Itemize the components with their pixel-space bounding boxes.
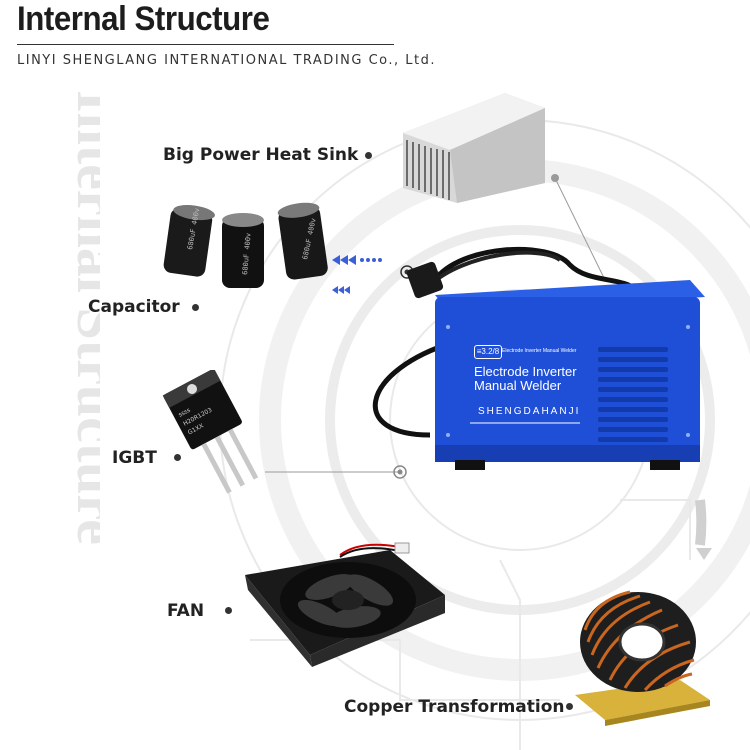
heat-sink-label: Big Power Heat Sink [163,145,359,165]
svg-text:680uF 400v: 680uF 400v [241,232,253,275]
igbt-label: IGBT [112,448,157,468]
igbt-dot [174,454,181,461]
company-name: LINYI SHENGLANG INTERNATIONAL TRADING Co… [17,53,437,68]
fan-image [245,542,445,667]
capacitor-dot [192,304,199,311]
capacitor-image: 680uF 400v 680uF 400v 680uF 400v [163,202,382,294]
capacitor-label: Capacitor [88,297,180,317]
welder-model-badge: ≡3.2/8 [474,345,502,359]
heat-sink-image [403,93,545,203]
welder-image [372,246,705,470]
welder-panel-small-text: Electrode Inverter Manual Welder [502,348,577,354]
transformer-dot [566,703,573,710]
welder-line-2: Manual Welder [474,378,562,393]
heat-sink-dot [365,152,372,159]
fan-label: FAN [167,601,205,621]
watermark-text: Internal Structure [65,90,100,545]
fan-dot [225,607,232,614]
page-title: Internal Structure [17,0,270,38]
title-underline [17,44,394,45]
transformer-label: Copper Transformation [344,697,565,717]
welder-brand: SHENGDAHANJI [478,406,581,417]
transformer-image [575,590,710,726]
svg-text:Internal Structure: Internal Structure [65,90,100,545]
welder-line-1: Electrode Inverter [474,364,577,379]
